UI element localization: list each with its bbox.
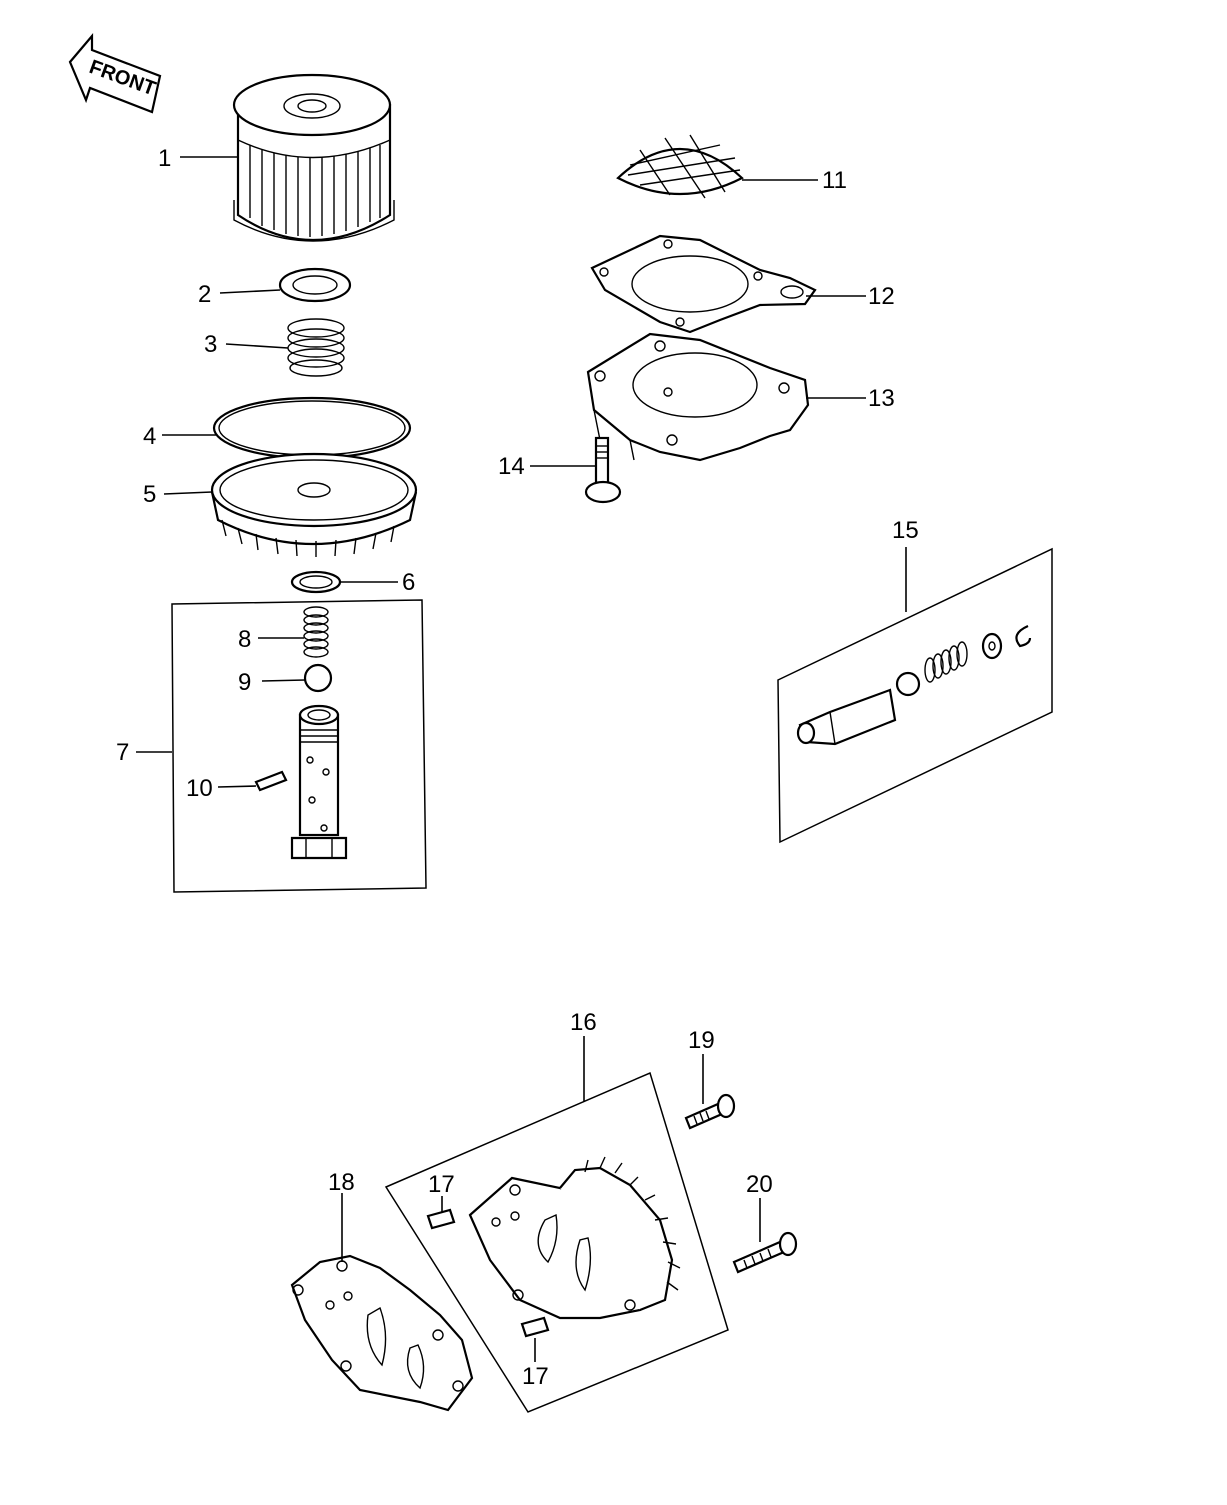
bypass-valve-parts	[796, 624, 1032, 746]
callout-labels: 1 2 3 4 5 6 7 8 9 10 11 12 13 14 15 16 1…	[116, 145, 919, 1390]
callout-4: 4	[143, 423, 156, 450]
pump-gasket-part	[290, 1254, 474, 1412]
bolt-19-part	[684, 1093, 736, 1130]
front-arrow-icon: FRONT	[68, 32, 162, 114]
callout-5: 5	[143, 481, 156, 508]
oil-pump-group-box	[384, 1071, 729, 1413]
callout-18: 18	[328, 1169, 355, 1196]
bypass-valve-group-box	[777, 547, 1053, 844]
callout-1: 1	[158, 145, 171, 172]
valve-spring-part	[303, 606, 329, 658]
oil-filter-part	[232, 73, 395, 242]
callout-15: 15	[892, 517, 919, 544]
bolt-20-part	[732, 1231, 798, 1274]
callout-19: 19	[688, 1027, 715, 1054]
callout-13: 13	[868, 385, 895, 412]
washer-part	[278, 267, 352, 303]
callout-12: 12	[868, 283, 895, 310]
callout-6: 6	[402, 569, 415, 596]
spring-part	[287, 318, 345, 377]
steel-ball-part	[303, 663, 333, 693]
callout-8: 8	[238, 626, 251, 653]
relief-valve-body-part	[290, 704, 348, 860]
pump-cover-part	[586, 332, 810, 462]
gasket-part	[590, 234, 817, 334]
callout-11: 11	[822, 167, 847, 194]
callout-9: 9	[238, 669, 251, 696]
oil-pump-part	[468, 1156, 681, 1320]
callout-16: 16	[570, 1009, 597, 1036]
oil-strainer-part	[616, 134, 744, 199]
callout-17-top: 17	[428, 1171, 455, 1198]
callout-14: 14	[498, 453, 525, 480]
callout-2: 2	[198, 281, 211, 308]
washer-small-part	[290, 570, 342, 594]
callout-10: 10	[186, 775, 213, 802]
callout-20: 20	[746, 1171, 773, 1198]
callout-7: 7	[116, 739, 129, 766]
pin-part	[254, 770, 288, 792]
leader-lines	[136, 156, 907, 1362]
callout-3: 3	[204, 331, 217, 358]
relief-valve-group-box	[171, 599, 427, 893]
o-ring-part	[212, 396, 412, 460]
callout-17-bottom: 17	[522, 1363, 549, 1390]
filter-cover-part	[210, 452, 418, 557]
bolt-part	[584, 436, 622, 504]
